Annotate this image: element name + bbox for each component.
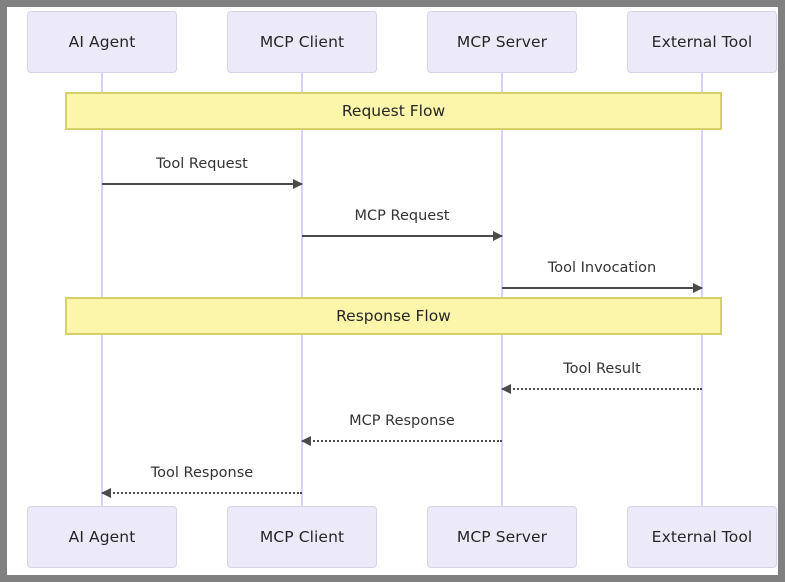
participant-box-mcp-client-top[interactable]: MCP Client: [227, 11, 377, 73]
section-band-request-flow: Request Flow: [65, 92, 722, 130]
message-label-mcp-request: MCP Request: [354, 208, 450, 224]
message-line-tool-request: [102, 183, 302, 185]
lifeline-ai-agent: [101, 73, 103, 506]
message-line-tool-invocation: [502, 287, 702, 289]
participant-box-ai-agent-bottom[interactable]: AI Agent: [27, 506, 177, 568]
participant-box-mcp-server-bottom[interactable]: MCP Server: [427, 506, 577, 568]
participant-label-ai-agent: AI Agent: [68, 528, 136, 546]
message-tool-response: Tool Response: [101, 454, 302, 498]
message-label-mcp-response: MCP Response: [349, 413, 455, 429]
participant-box-external-tool-bottom[interactable]: External Tool: [627, 506, 777, 568]
participant-label-mcp-client: MCP Client: [259, 33, 345, 51]
message-line-tool-result: [502, 388, 702, 390]
arrow-head-right-tool-invocation: [693, 283, 703, 293]
message-line-mcp-response: [302, 440, 502, 442]
message-tool-result: Tool Result: [501, 350, 702, 394]
arrow-head-left-tool-response: [101, 488, 111, 498]
message-line-mcp-request: [302, 235, 502, 237]
section-label-request-flow: Request Flow: [341, 102, 446, 120]
lifeline-mcp-client: [301, 73, 303, 506]
participant-label-mcp-client: MCP Client: [259, 528, 345, 546]
participant-label-external-tool: External Tool: [651, 528, 753, 546]
arrow-head-left-tool-result: [501, 384, 511, 394]
message-tool-request: Tool Request: [102, 145, 303, 189]
message-mcp-response: MCP Response: [301, 402, 502, 446]
arrow-head-right-tool-request: [293, 179, 303, 189]
message-label-tool-result: Tool Result: [563, 361, 641, 377]
participant-box-mcp-client-bottom[interactable]: MCP Client: [227, 506, 377, 568]
participant-label-ai-agent: AI Agent: [68, 33, 136, 51]
participant-box-ai-agent-top[interactable]: AI Agent: [27, 11, 177, 73]
message-line-tool-response: [102, 492, 302, 494]
participant-label-mcp-server: MCP Server: [456, 528, 548, 546]
message-label-tool-response: Tool Response: [150, 465, 254, 481]
arrow-head-left-mcp-response: [301, 436, 311, 446]
message-label-tool-request: Tool Request: [156, 156, 248, 172]
message-mcp-request: MCP Request: [302, 197, 503, 241]
message-label-tool-invocation: Tool Invocation: [547, 260, 657, 276]
message-tool-invocation: Tool Invocation: [502, 249, 703, 293]
arrow-head-right-mcp-request: [493, 231, 503, 241]
lifeline-mcp-server: [501, 73, 503, 506]
participant-box-mcp-server-top[interactable]: MCP Server: [427, 11, 577, 73]
participant-box-external-tool-top[interactable]: External Tool: [627, 11, 777, 73]
section-label-response-flow: Response Flow: [336, 307, 451, 325]
participant-label-external-tool: External Tool: [651, 33, 753, 51]
participant-label-mcp-server: MCP Server: [456, 33, 548, 51]
section-band-response-flow: Response Flow: [65, 297, 722, 335]
